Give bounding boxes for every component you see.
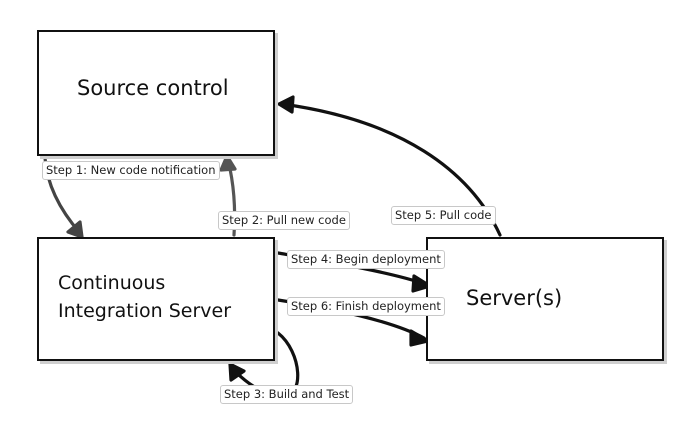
servers-node: Server(s) bbox=[426, 237, 664, 361]
ci-server-title: Continuous Integration Server bbox=[58, 269, 231, 325]
arrowhead-step2 bbox=[219, 154, 237, 172]
ci-server-title-line2: Integration Server bbox=[58, 300, 232, 322]
step4-label: Step 4: Begin deployment bbox=[287, 250, 445, 269]
servers-title: Server(s) bbox=[466, 286, 563, 310]
step2-label: Step 2: Pull new code bbox=[218, 211, 350, 230]
arrowhead-step5 bbox=[277, 95, 295, 114]
arrowhead-step6 bbox=[409, 329, 430, 347]
step1-label: Step 1: New code notification bbox=[42, 161, 220, 180]
step6-label: Step 6: Finish deployment bbox=[287, 297, 445, 316]
step3-label: Step 3: Build and Test bbox=[220, 385, 354, 404]
step5-label: Step 5: Pull code bbox=[391, 206, 496, 225]
source-control-node: Source control bbox=[37, 30, 275, 156]
source-control-title: Source control bbox=[77, 76, 229, 100]
ci-server-node: Continuous Integration Server bbox=[37, 237, 275, 361]
arrowhead-step1 bbox=[66, 220, 84, 239]
ci-server-title-line1: Continuous bbox=[58, 272, 166, 294]
arrowhead-step4 bbox=[411, 274, 432, 293]
arrowhead-step3 bbox=[228, 362, 246, 382]
